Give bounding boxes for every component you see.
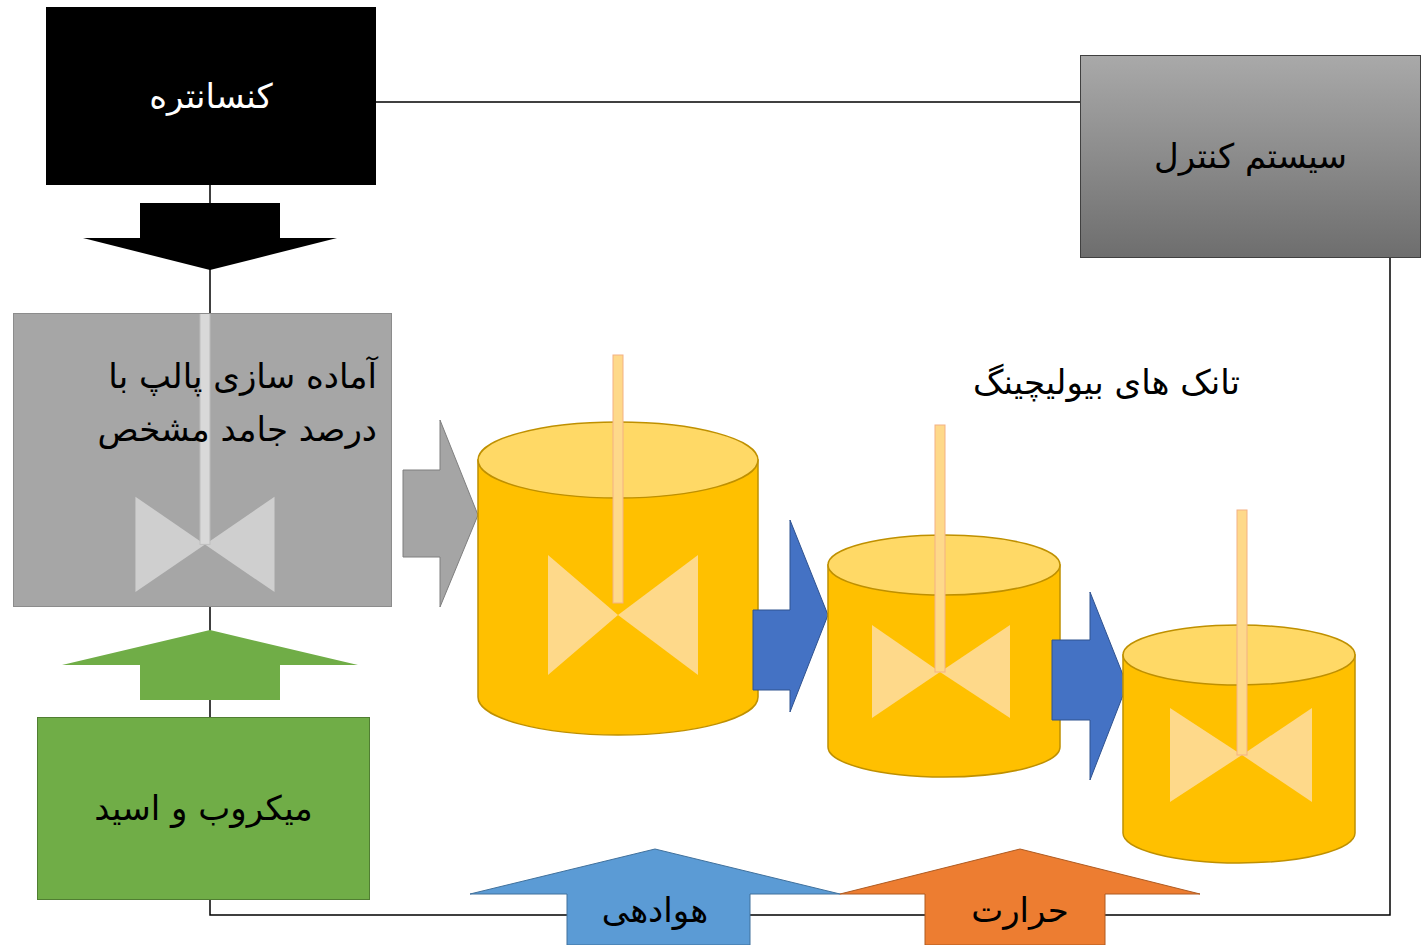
control-box: سیستم کنترل [1080, 55, 1421, 258]
connector [83, 185, 337, 313]
feed-arrow [403, 420, 478, 607]
flow-arrow [753, 520, 828, 712]
connector [376, 102, 1080, 103]
group-label: تانک های بیولیچینگ [973, 362, 1240, 402]
node-label: حرارت [971, 890, 1069, 931]
node-label: میکروب و اسید [94, 782, 313, 835]
node-label: سیستم کنترل [1154, 130, 1347, 183]
connector [62, 607, 358, 717]
input-arrow: هوادهی [470, 848, 840, 945]
input-box: میکروب و اسید [37, 717, 370, 900]
source-box: کنسانتره [46, 7, 376, 185]
node-label: هوادهی [602, 890, 708, 931]
tank [1123, 510, 1355, 863]
node-label: آماده سازی پالپ با درصد جامد مشخص [32, 350, 377, 455]
process-box: آماده سازی پالپ با درصد جامد مشخص [13, 313, 392, 607]
node-label: کنسانتره [149, 70, 272, 123]
input-arrow: حرارت [840, 848, 1200, 945]
tank [828, 425, 1060, 777]
tank [478, 355, 758, 735]
flow-arrow [1052, 592, 1127, 780]
